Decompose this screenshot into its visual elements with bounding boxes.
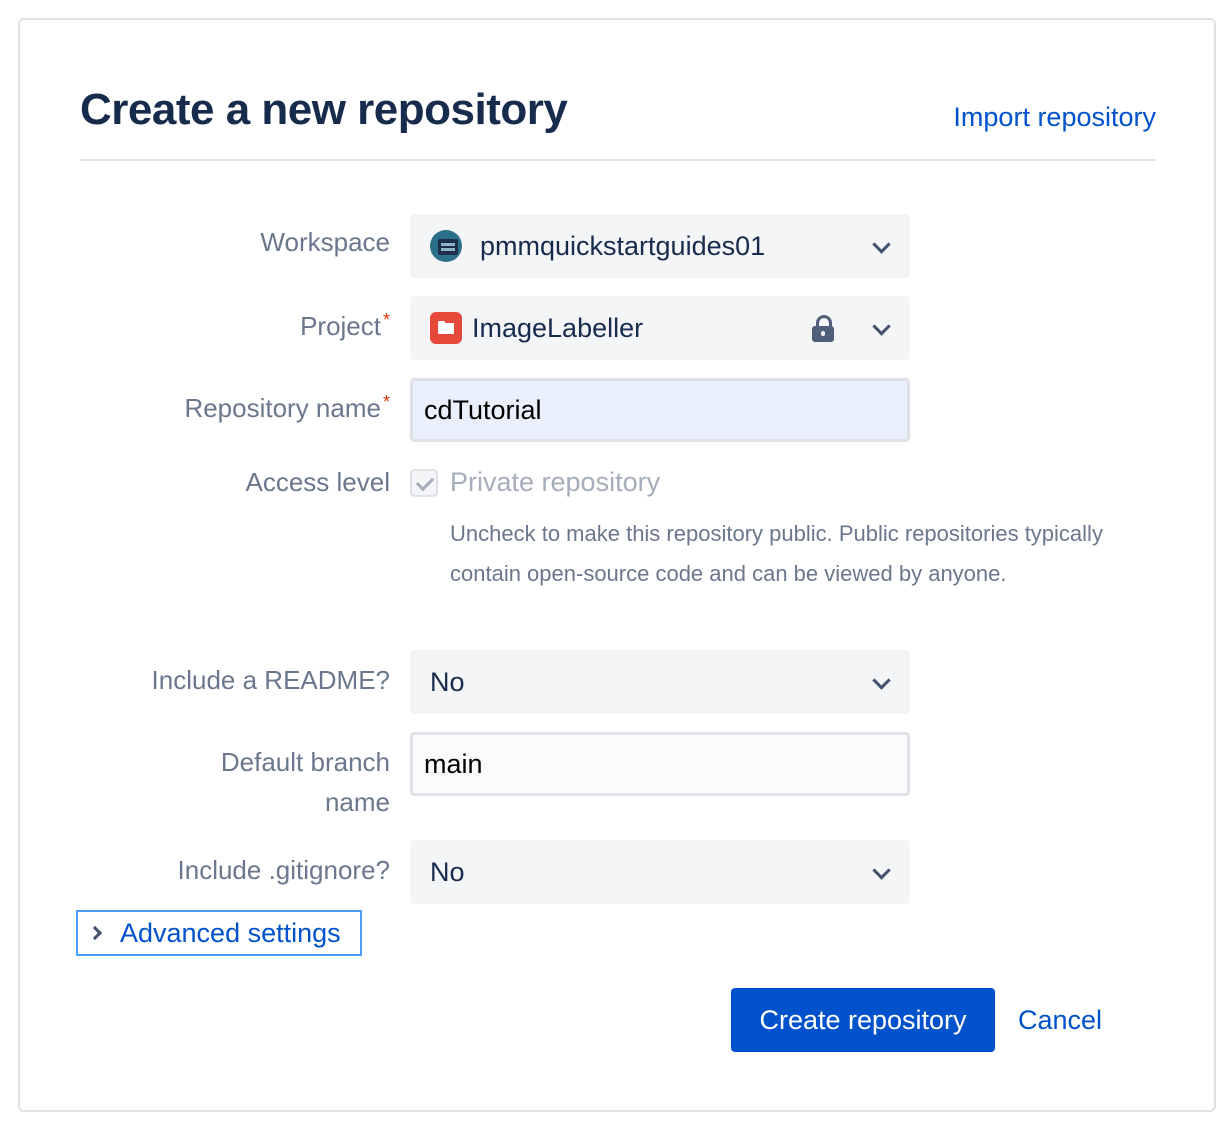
readme-value: No (430, 666, 465, 697)
workspace-avatar-icon (430, 230, 462, 262)
chevron-right-icon (87, 925, 103, 941)
default-branch-label: Default branch name (220, 747, 390, 817)
workspace-value: pmmquickstartguides01 (480, 230, 766, 261)
readme-label: Include a README? (151, 665, 390, 695)
header-divider (80, 159, 1156, 161)
create-repository-button[interactable]: Create repository (731, 988, 995, 1052)
advanced-settings-label: Advanced settings (120, 917, 341, 948)
access-level-label: Access level (245, 467, 391, 497)
workspace-select[interactable]: pmmquickstartguides01 (410, 214, 910, 278)
private-repository-label: Private repository (450, 467, 661, 497)
chevron-down-icon (872, 861, 891, 880)
private-repository-checkbox[interactable] (410, 469, 438, 497)
advanced-settings-toggle[interactable]: Advanced settings (76, 910, 362, 956)
chevron-down-icon (872, 671, 891, 690)
access-level-help-text: Uncheck to make this repository public. … (450, 521, 1103, 586)
chevron-down-icon (872, 235, 891, 254)
repository-name-label: Repository name* (184, 392, 390, 423)
create-repository-dialog (18, 18, 1216, 1112)
page-title: Create a new repository (80, 85, 568, 134)
chevron-down-icon (872, 317, 891, 336)
readme-select[interactable]: No (410, 650, 910, 714)
required-asterisk: * (382, 310, 390, 330)
project-label: Project* (300, 310, 390, 341)
workspace-label: Workspace (260, 227, 390, 257)
gitignore-label: Include .gitignore? (177, 855, 390, 885)
required-asterisk: * (382, 392, 390, 412)
repository-name-input[interactable] (410, 378, 910, 442)
cancel-button[interactable]: Cancel (1000, 988, 1120, 1052)
project-folder-icon (430, 312, 462, 344)
gitignore-value: No (430, 856, 465, 887)
project-value: ImageLabeller (472, 312, 644, 343)
gitignore-select[interactable]: No (410, 840, 910, 904)
import-repository-link[interactable]: Import repository (953, 102, 1156, 132)
project-select[interactable]: ImageLabeller (410, 296, 910, 360)
lock-icon (812, 315, 834, 342)
default-branch-input[interactable] (410, 732, 910, 796)
